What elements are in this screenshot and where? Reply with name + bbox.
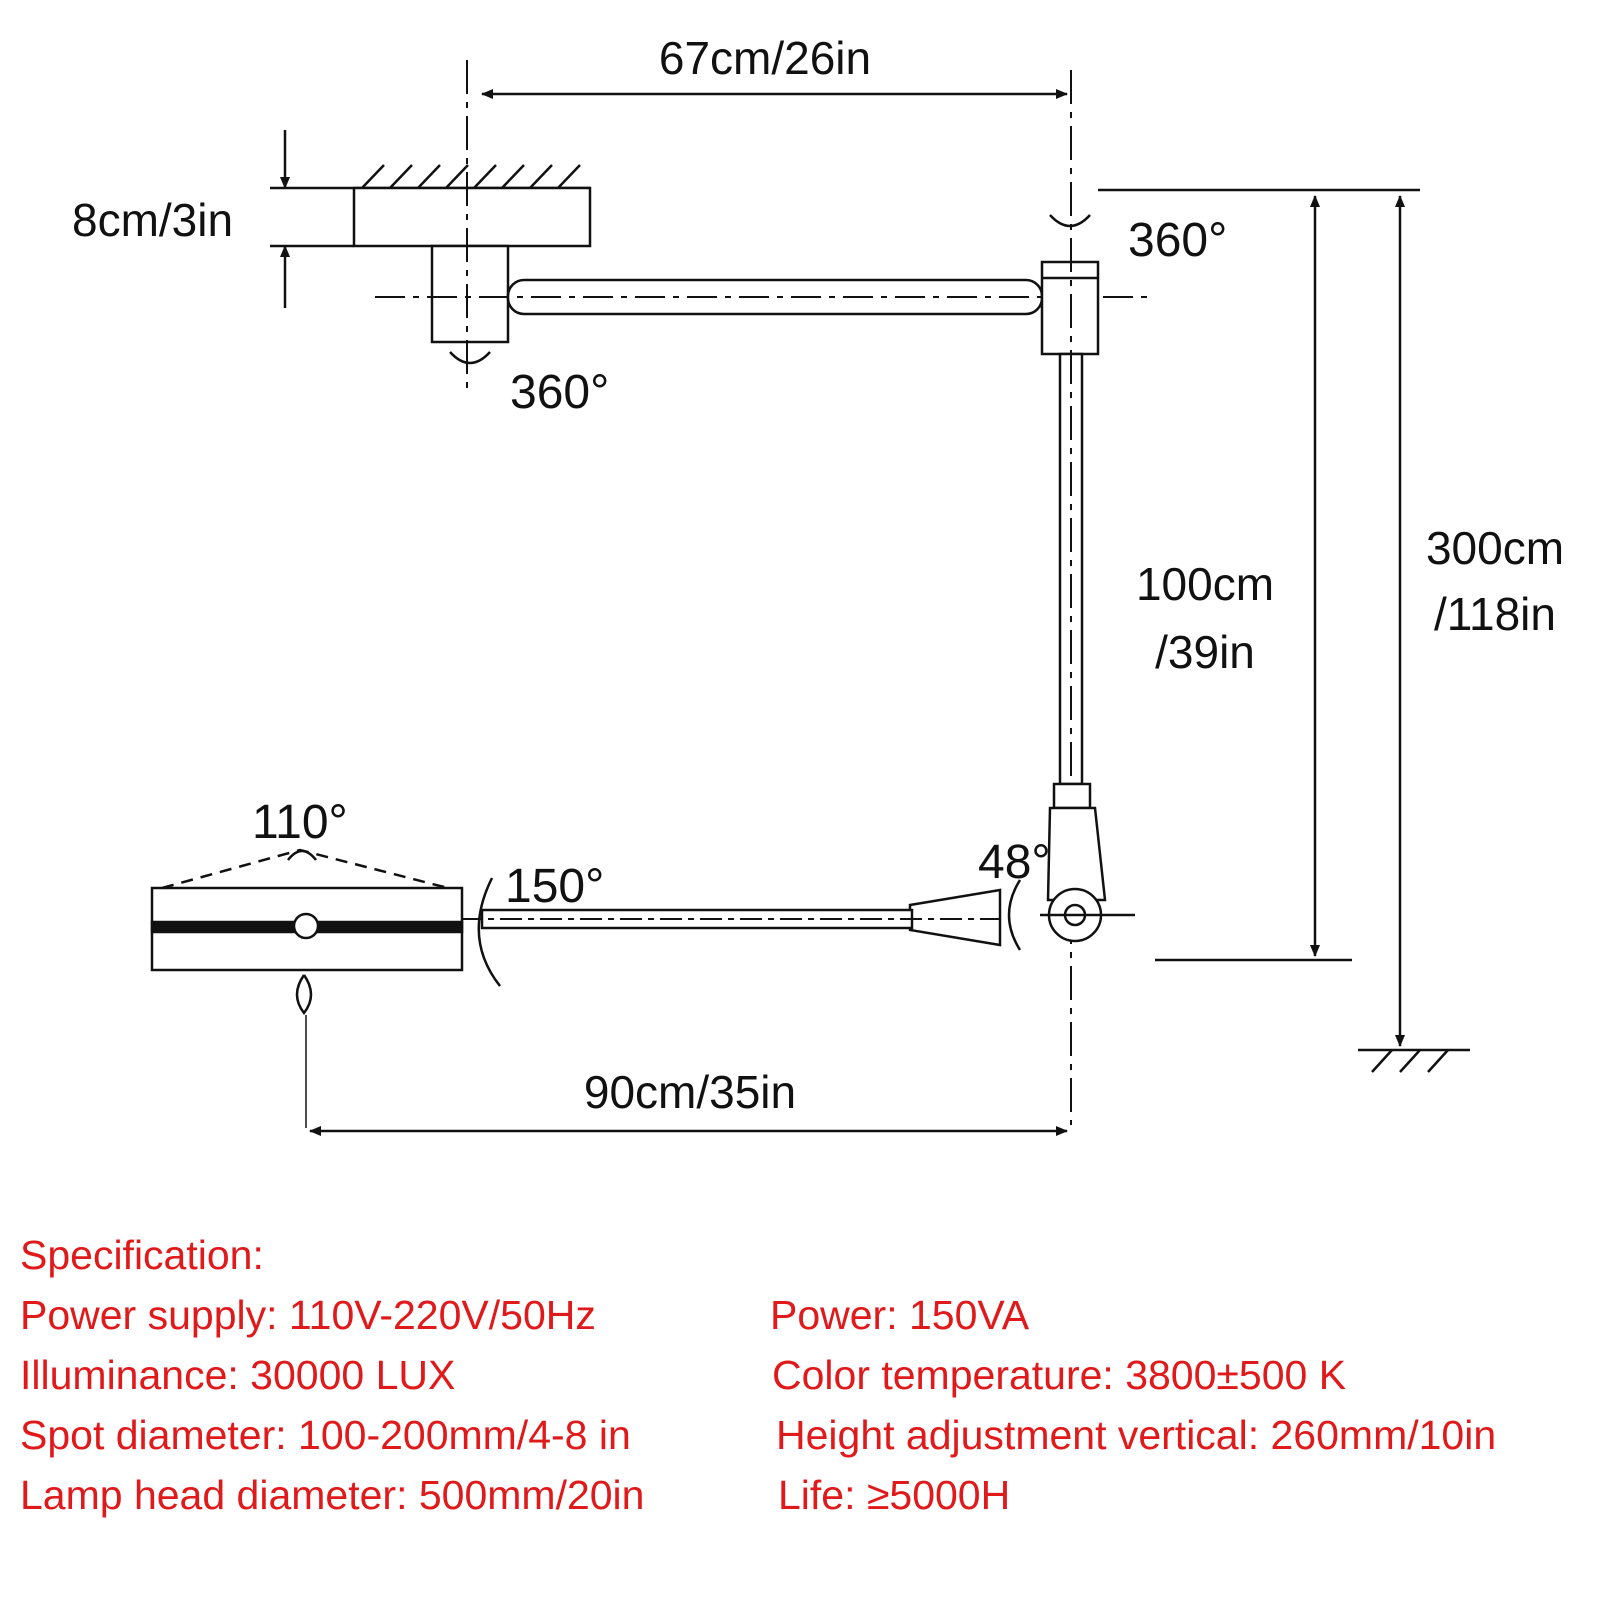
spec-lamp-head-diameter: Lamp head diameter: 500mm/20in [20,1472,645,1518]
total-height-label-line1: 300cm [1426,522,1564,574]
elbow-joint [1046,806,1107,902]
lamp-dimension-diagram: 67cm/26in 8cm/3in 360° 360° 100cm /39in … [72,32,1564,1136]
spec-power-supply: Power supply: 110V-220V/50Hz [20,1292,596,1338]
elbow-housing [1052,782,1092,810]
ceiling-plate [352,186,592,248]
base-rotation-label: 360° [510,366,609,419]
joint-swing-arrow-icon [1007,879,1022,951]
vertical-arm-label-line2: /39in [1155,626,1255,678]
mounting-block [430,244,510,344]
lamp-handle-icon [295,974,313,1016]
total-height-label-line2: /118in [1434,588,1556,640]
spec-illuminance: Illuminance: 30000 LUX [20,1352,456,1398]
base-thickness-label: 8cm/3in [72,194,233,246]
lamp-swing-label: 150° [505,860,604,913]
lamp-tilt-arrow-icon [287,849,317,861]
vertical-arm-label-line1: 100cm [1136,558,1274,610]
horizontal-arm-label: 90cm/35in [584,1066,796,1118]
lower-arm-connector [908,888,1002,947]
base-thickness-dimension [270,130,354,308]
spec-color-temperature: Color temperature: 3800±500 K [772,1352,1347,1398]
spec-life: Life: ≥5000H [778,1472,1011,1518]
top-width-label: 67cm/26in [659,32,871,84]
ceiling-hatch [354,164,590,190]
spec-power: Power: 150VA [770,1292,1030,1338]
drawing-lines [150,60,1470,1136]
spec-title: Specification: [20,1232,264,1278]
spec-height-adjustment: Height adjustment vertical: 260mm/10in [776,1412,1497,1458]
base-rotation-arrow-icon [449,351,491,365]
lamp-tilt-guide [161,848,449,890]
lamp-tilt-label: 110° [252,796,348,849]
spec-spot-diameter: Spot diameter: 100-200mm/4-8 in [20,1412,631,1458]
floor-hatch [1358,1048,1470,1073]
lamp-swing-arrow-icon [477,877,501,987]
top-rotation-label: 360° [1128,214,1227,267]
joint-angle-label: 48° [978,836,1051,889]
